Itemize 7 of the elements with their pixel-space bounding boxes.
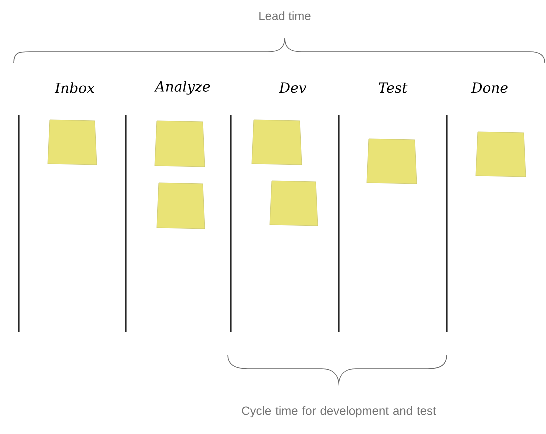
column-header: Analyze	[154, 81, 210, 95]
column-header: Done	[471, 82, 508, 94]
column-header: Test	[379, 82, 408, 94]
brace-label: Lead time	[260, 12, 311, 20]
column-header: Dev	[279, 82, 307, 94]
column-header: Inbox	[54, 82, 95, 94]
brace-label: Cycle time for development and test	[242, 406, 436, 418]
